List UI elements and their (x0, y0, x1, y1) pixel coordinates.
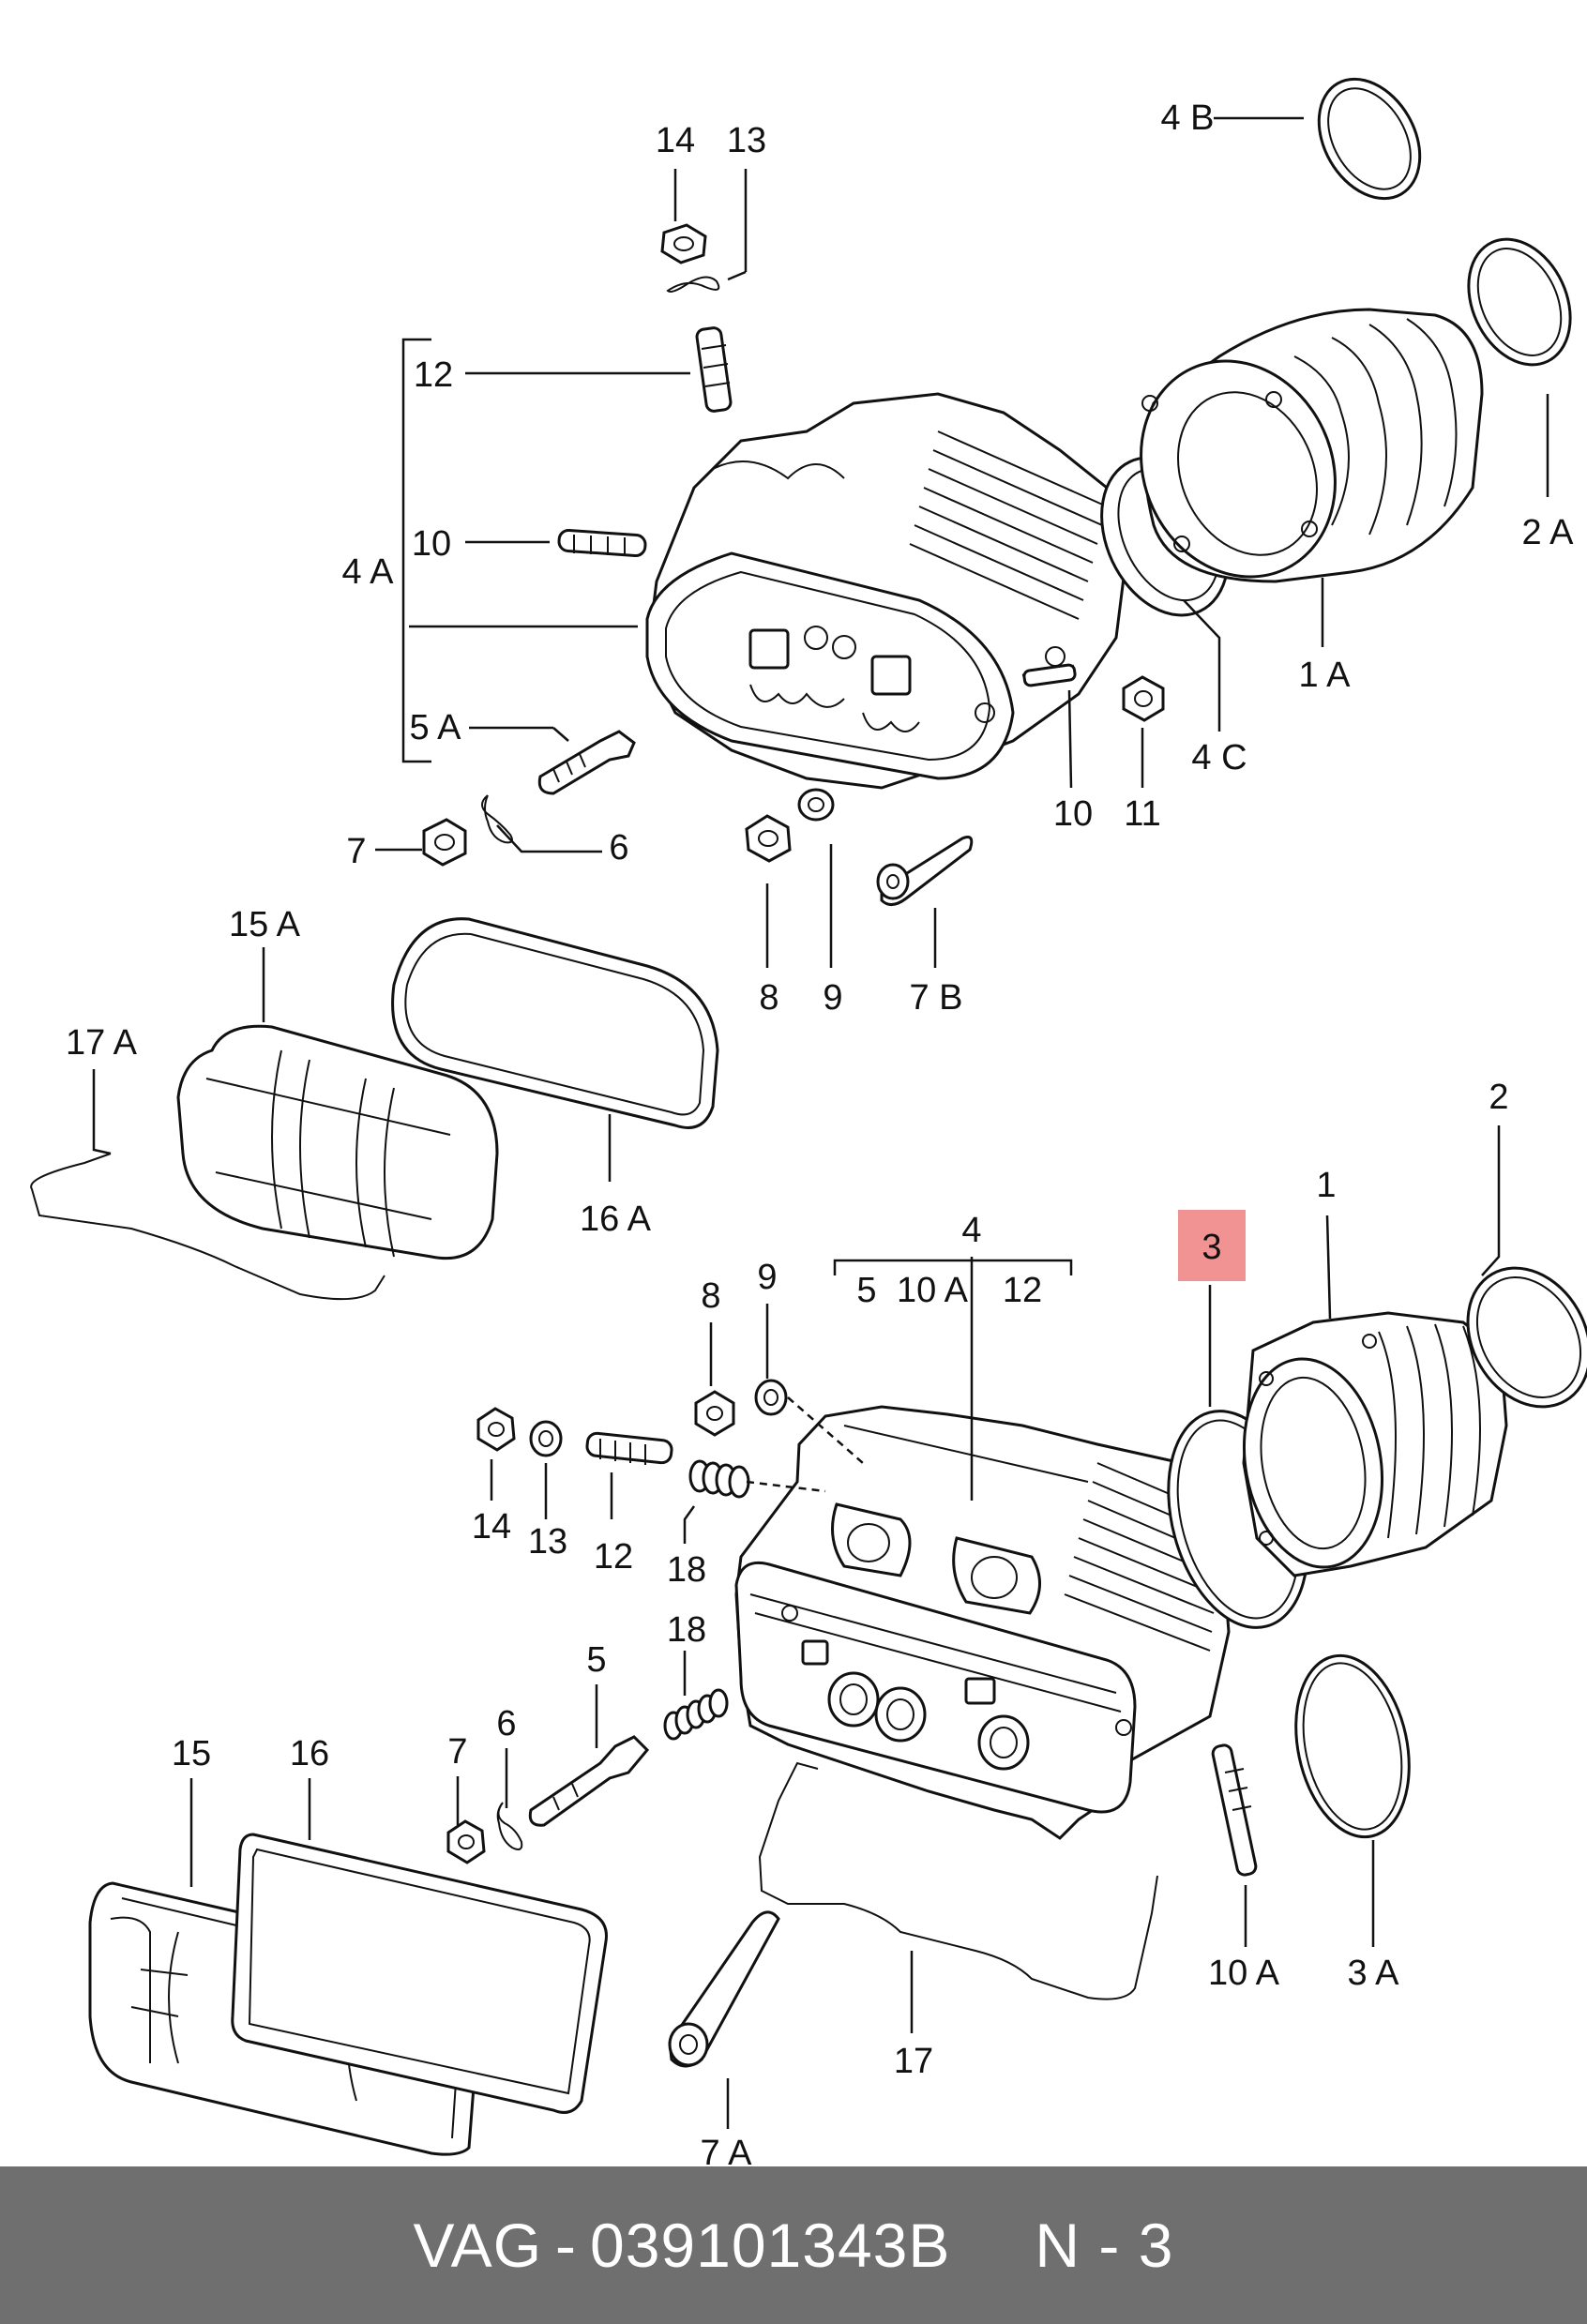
label-13-top: 13 (727, 121, 766, 160)
stud-12-top (695, 326, 733, 413)
nut-14-bot (476, 1407, 516, 1452)
label-5-bot: 5 (586, 1640, 606, 1680)
label-7b: 7 B (909, 978, 962, 1018)
label-14-bot: 14 (472, 1507, 511, 1547)
wire-clip-17 (758, 1761, 1158, 2000)
spring-18-b (663, 1688, 729, 1741)
label-12-group: 12 (1003, 1271, 1042, 1310)
nut-11 (1122, 675, 1165, 722)
highlight-box (1178, 1210, 1246, 1281)
label-7-bot: 7 (447, 1732, 467, 1772)
label-11: 11 (1124, 794, 1160, 834)
stud-10-mid (1022, 663, 1077, 687)
label-8-bot: 8 (701, 1276, 720, 1316)
seal-ring-2 (1466, 1266, 1587, 1409)
exploded-parts-diagram: 14 13 12 4 A 10 5 A 7 6 8 9 7 B 10 11 4 … (30, 77, 1587, 2166)
nut-8-bot (694, 1390, 735, 1437)
gasket-16a (391, 917, 719, 1129)
label-3a: 3 A (1348, 1954, 1400, 1993)
footer-brand: VAG (413, 2211, 543, 2280)
wire-clip-17a (30, 1153, 385, 1301)
label-15a: 15 A (229, 905, 301, 944)
label-3: 3 (1202, 1228, 1221, 1267)
cylinder-1 (1242, 1311, 1508, 1577)
label-5-group: 5 (856, 1271, 876, 1310)
leader-lines (92, 116, 1549, 2129)
label-2a: 2 A (1522, 513, 1575, 552)
label-6-top: 6 (609, 828, 628, 868)
label-10a-bot: 10 A (1208, 1954, 1280, 1993)
label-17a: 17 A (66, 1023, 138, 1063)
label-14-top: 14 (656, 121, 695, 160)
label-5a: 5 A (410, 708, 462, 747)
label-10-top: 10 (412, 524, 451, 564)
label-7a: 7 A (701, 2134, 753, 2166)
label-4c: 4 C (1191, 738, 1247, 777)
label-2: 2 (1489, 1078, 1508, 1117)
label-10a-group: 10 A (897, 1271, 969, 1310)
label-16a: 16 A (580, 1200, 652, 1239)
part-labels: 14 13 12 4 A 10 5 A 7 6 8 9 7 B 10 11 4 … (66, 98, 1574, 2166)
cylinder-1a (1140, 308, 1484, 583)
spring-18-a (688, 1459, 750, 1499)
clip-6-bot (496, 1802, 523, 1850)
valve-cover-15a (176, 1024, 499, 1260)
footer-part-number: 039101343B (590, 2211, 951, 2280)
stud-10a-bot (1211, 1743, 1258, 1877)
label-4b: 4 B (1160, 98, 1214, 138)
label-17: 17 (894, 2042, 933, 2081)
seal-ring-4b (1317, 77, 1422, 201)
label-8-top: 8 (759, 978, 778, 1018)
label-10-mid: 10 (1053, 794, 1093, 834)
washer-9-top (797, 788, 835, 822)
footer-position: N - 3 (1035, 2211, 1174, 2280)
label-4: 4 (961, 1211, 981, 1250)
nut-14-top (660, 223, 707, 264)
label-1a: 1 A (1299, 656, 1352, 695)
gasket-16 (231, 1833, 608, 2114)
stud-12-bot (585, 1431, 673, 1465)
label-1: 1 (1316, 1166, 1336, 1205)
clip-13-top (666, 276, 720, 293)
pushrod-tube-5 (528, 1735, 650, 1827)
seal-ring-2a (1467, 237, 1572, 367)
washer-13-bot (529, 1420, 563, 1457)
cylinder-head-bot (734, 1396, 1231, 1840)
nut-7-top (422, 818, 467, 867)
footer-sep: - (555, 2211, 578, 2280)
cylinder-head-top (645, 392, 1127, 790)
label-18-b: 18 (667, 1610, 706, 1650)
label-15: 15 (172, 1734, 211, 1773)
washer-9-bot (754, 1379, 788, 1416)
label-9-top: 9 (823, 978, 842, 1018)
pushrod-tube-7a (668, 1910, 780, 2068)
label-16: 16 (290, 1734, 329, 1773)
label-12-top: 12 (414, 355, 453, 395)
seal-ring-3a (1294, 1653, 1411, 1839)
part-number-footer: VAG - 039101343B N - 3 (0, 2166, 1587, 2324)
label-9-bot: 9 (757, 1258, 777, 1297)
label-18-a: 18 (667, 1550, 706, 1590)
label-4a: 4 A (342, 552, 395, 592)
nut-8-top (745, 814, 792, 863)
label-6-bot: 6 (496, 1704, 516, 1743)
label-12-bot: 12 (594, 1537, 633, 1577)
nut-7-bot (446, 1819, 486, 1864)
stud-10-top (557, 528, 647, 558)
pushrod-tube-7b (876, 836, 974, 906)
label-13-bot: 13 (528, 1522, 567, 1562)
label-7-top: 7 (346, 832, 366, 871)
pushrod-tube-5a (537, 730, 636, 795)
